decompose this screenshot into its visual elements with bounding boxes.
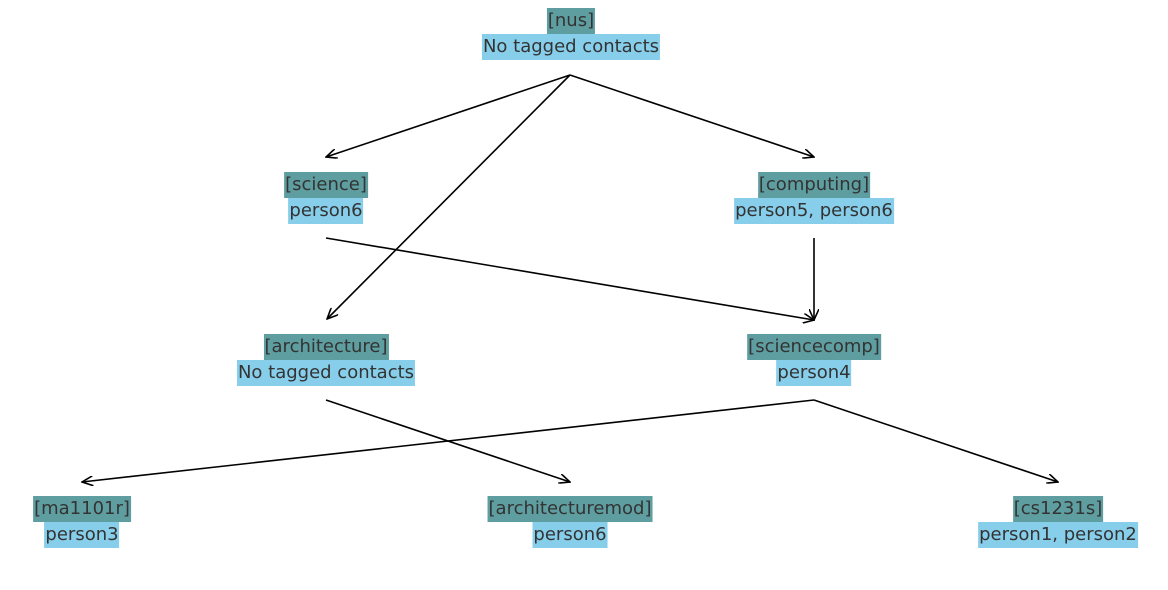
edge-sciencecomp-ma1101r [82,399,815,482]
node-tag-label: [architecture] [263,334,389,360]
node-contacts-label: person4 [776,360,852,386]
node-tag-label: [sciencecomp] [747,334,881,360]
node-sciencecomp: [sciencecomp] person4 [747,334,881,386]
node-nus: [nus] No tagged contacts [481,8,661,60]
node-tag-label: [ma1101r] [33,496,131,522]
node-contacts-label: No tagged contacts [236,360,416,386]
edge-science-sciencecomp [325,237,814,320]
node-contacts-label: person1, person2 [978,522,1138,548]
node-tag-label: [cs1231s] [1012,496,1104,522]
node-contacts-label: person6 [288,198,364,224]
node-science: [science] person6 [284,172,368,224]
edge-nus-science [326,74,571,157]
node-tag-label: [architecturemod] [487,496,653,522]
node-tag-label: [nus] [546,8,596,34]
edge-nus-computing [569,74,814,157]
node-computing: [computing] person5, person6 [734,172,894,224]
node-ma1101r: [ma1101r] person3 [33,496,131,548]
edge-sciencecomp-cs1231s [813,399,1058,482]
node-tag-label: [science] [284,172,368,198]
node-cs1231s: [cs1231s] person1, person2 [978,496,1138,548]
node-architecture: [architecture] No tagged contacts [236,334,416,386]
node-contacts-label: person3 [44,522,120,548]
node-contacts-label: person5, person6 [734,198,894,224]
node-contacts-label: person6 [532,522,608,548]
node-tag-label: [computing] [757,172,871,198]
node-contacts-label: No tagged contacts [481,34,661,60]
node-architecturemod: [architecturemod] person6 [487,496,653,548]
edge-nus-architecture [327,74,571,319]
